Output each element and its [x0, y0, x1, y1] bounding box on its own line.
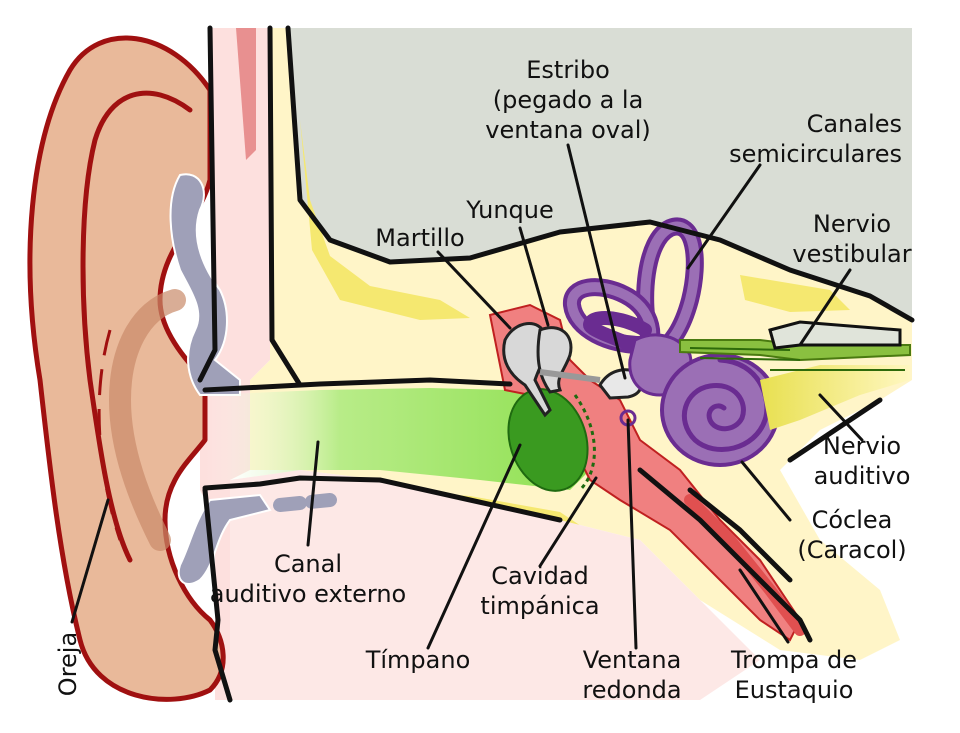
label-coclea-line1: Cóclea: [812, 506, 893, 534]
cartilage-lower: [177, 493, 272, 585]
label-canales-line2: semicirculares: [729, 140, 902, 168]
label-canal-line1: Canal: [274, 550, 342, 578]
semicircular-canal-lateral: [582, 311, 652, 357]
ossicle-ligament: [539, 369, 601, 383]
nerve-fibers: [689, 347, 905, 371]
label-cavidad-line1: Cavidad: [491, 562, 589, 590]
leader-trompa: [738, 568, 790, 644]
label-canal-line2: auditivo externo: [210, 580, 406, 608]
cartilage-dashes: [273, 493, 337, 512]
leader-yunque: [518, 226, 550, 327]
label-ventana-line2: redonda: [582, 676, 681, 704]
leader-nervio-vest: [798, 268, 852, 347]
leader-coclea: [740, 460, 792, 522]
temporal-bone-region: [250, 28, 912, 660]
leader-ventana: [626, 418, 638, 650]
label-nervio-vest-line2: vestibular: [792, 240, 911, 268]
label-yunque: Yunque: [465, 196, 554, 224]
label-estribo-line3: ventana oval): [485, 116, 650, 144]
bone-outline-left: [197, 25, 218, 383]
leader-cavidad: [538, 476, 598, 568]
label-oreja: Oreja: [54, 632, 82, 696]
label-coclea-line2: (Caracol): [797, 536, 906, 564]
bone-marrow-upper: [300, 120, 470, 320]
label-nervio-aud-line2: auditivo: [814, 462, 911, 490]
cochlea-spiral: [681, 357, 770, 452]
bone-outline-lower-left: [202, 487, 233, 703]
label-trompa-line1: Trompa de: [730, 646, 857, 674]
eardrum-dashed: [573, 394, 596, 492]
auditory-nerve: [760, 365, 910, 430]
skull-bone-region: [288, 28, 912, 320]
bone-outline-canal-bottom: [202, 475, 563, 523]
label-estribo-line1: Estribo: [526, 56, 610, 84]
label-canales-line1: Canales: [807, 110, 902, 138]
label-timpano: Tímpano: [365, 646, 471, 674]
leader-estribo: [566, 143, 627, 380]
label-cavidad-line2: timpánica: [480, 592, 599, 620]
bone-outline-inner: [267, 25, 303, 388]
label-estribo-line2: (pegado a la: [493, 86, 644, 114]
label-ventana-line1: Ventana: [583, 646, 682, 674]
leader-timpano: [426, 443, 522, 650]
label-martillo: Martillo: [375, 224, 464, 252]
bone-outline-canal-top: [202, 377, 513, 393]
auricle-inner-fold: [80, 90, 193, 563]
soft-tissue-lower: [230, 470, 760, 700]
eustachian-tube-inner: [684, 494, 806, 636]
label-nervio-aud-line1: Nervio: [823, 432, 901, 460]
leader-nervio-aud: [818, 393, 864, 442]
blood-vessel-upper: [236, 28, 256, 160]
label-nervio-vest-line1: Nervio: [813, 210, 891, 238]
label-trompa-line2: Eustaquio: [735, 676, 854, 704]
bone-outline-right: [787, 397, 883, 463]
bone-outline-eustachian: [637, 467, 813, 643]
bone-outline-eustachian-2: [687, 487, 793, 583]
leader-canales: [686, 163, 762, 270]
bone-outline-upper: [285, 25, 915, 323]
bone-marrow-right: [740, 275, 850, 312]
leader-canal: [306, 440, 320, 547]
leader-martillo: [436, 250, 512, 330]
auricle-concha: [108, 289, 186, 551]
ear-canal: [205, 388, 590, 490]
leader-oreja: [70, 498, 110, 624]
